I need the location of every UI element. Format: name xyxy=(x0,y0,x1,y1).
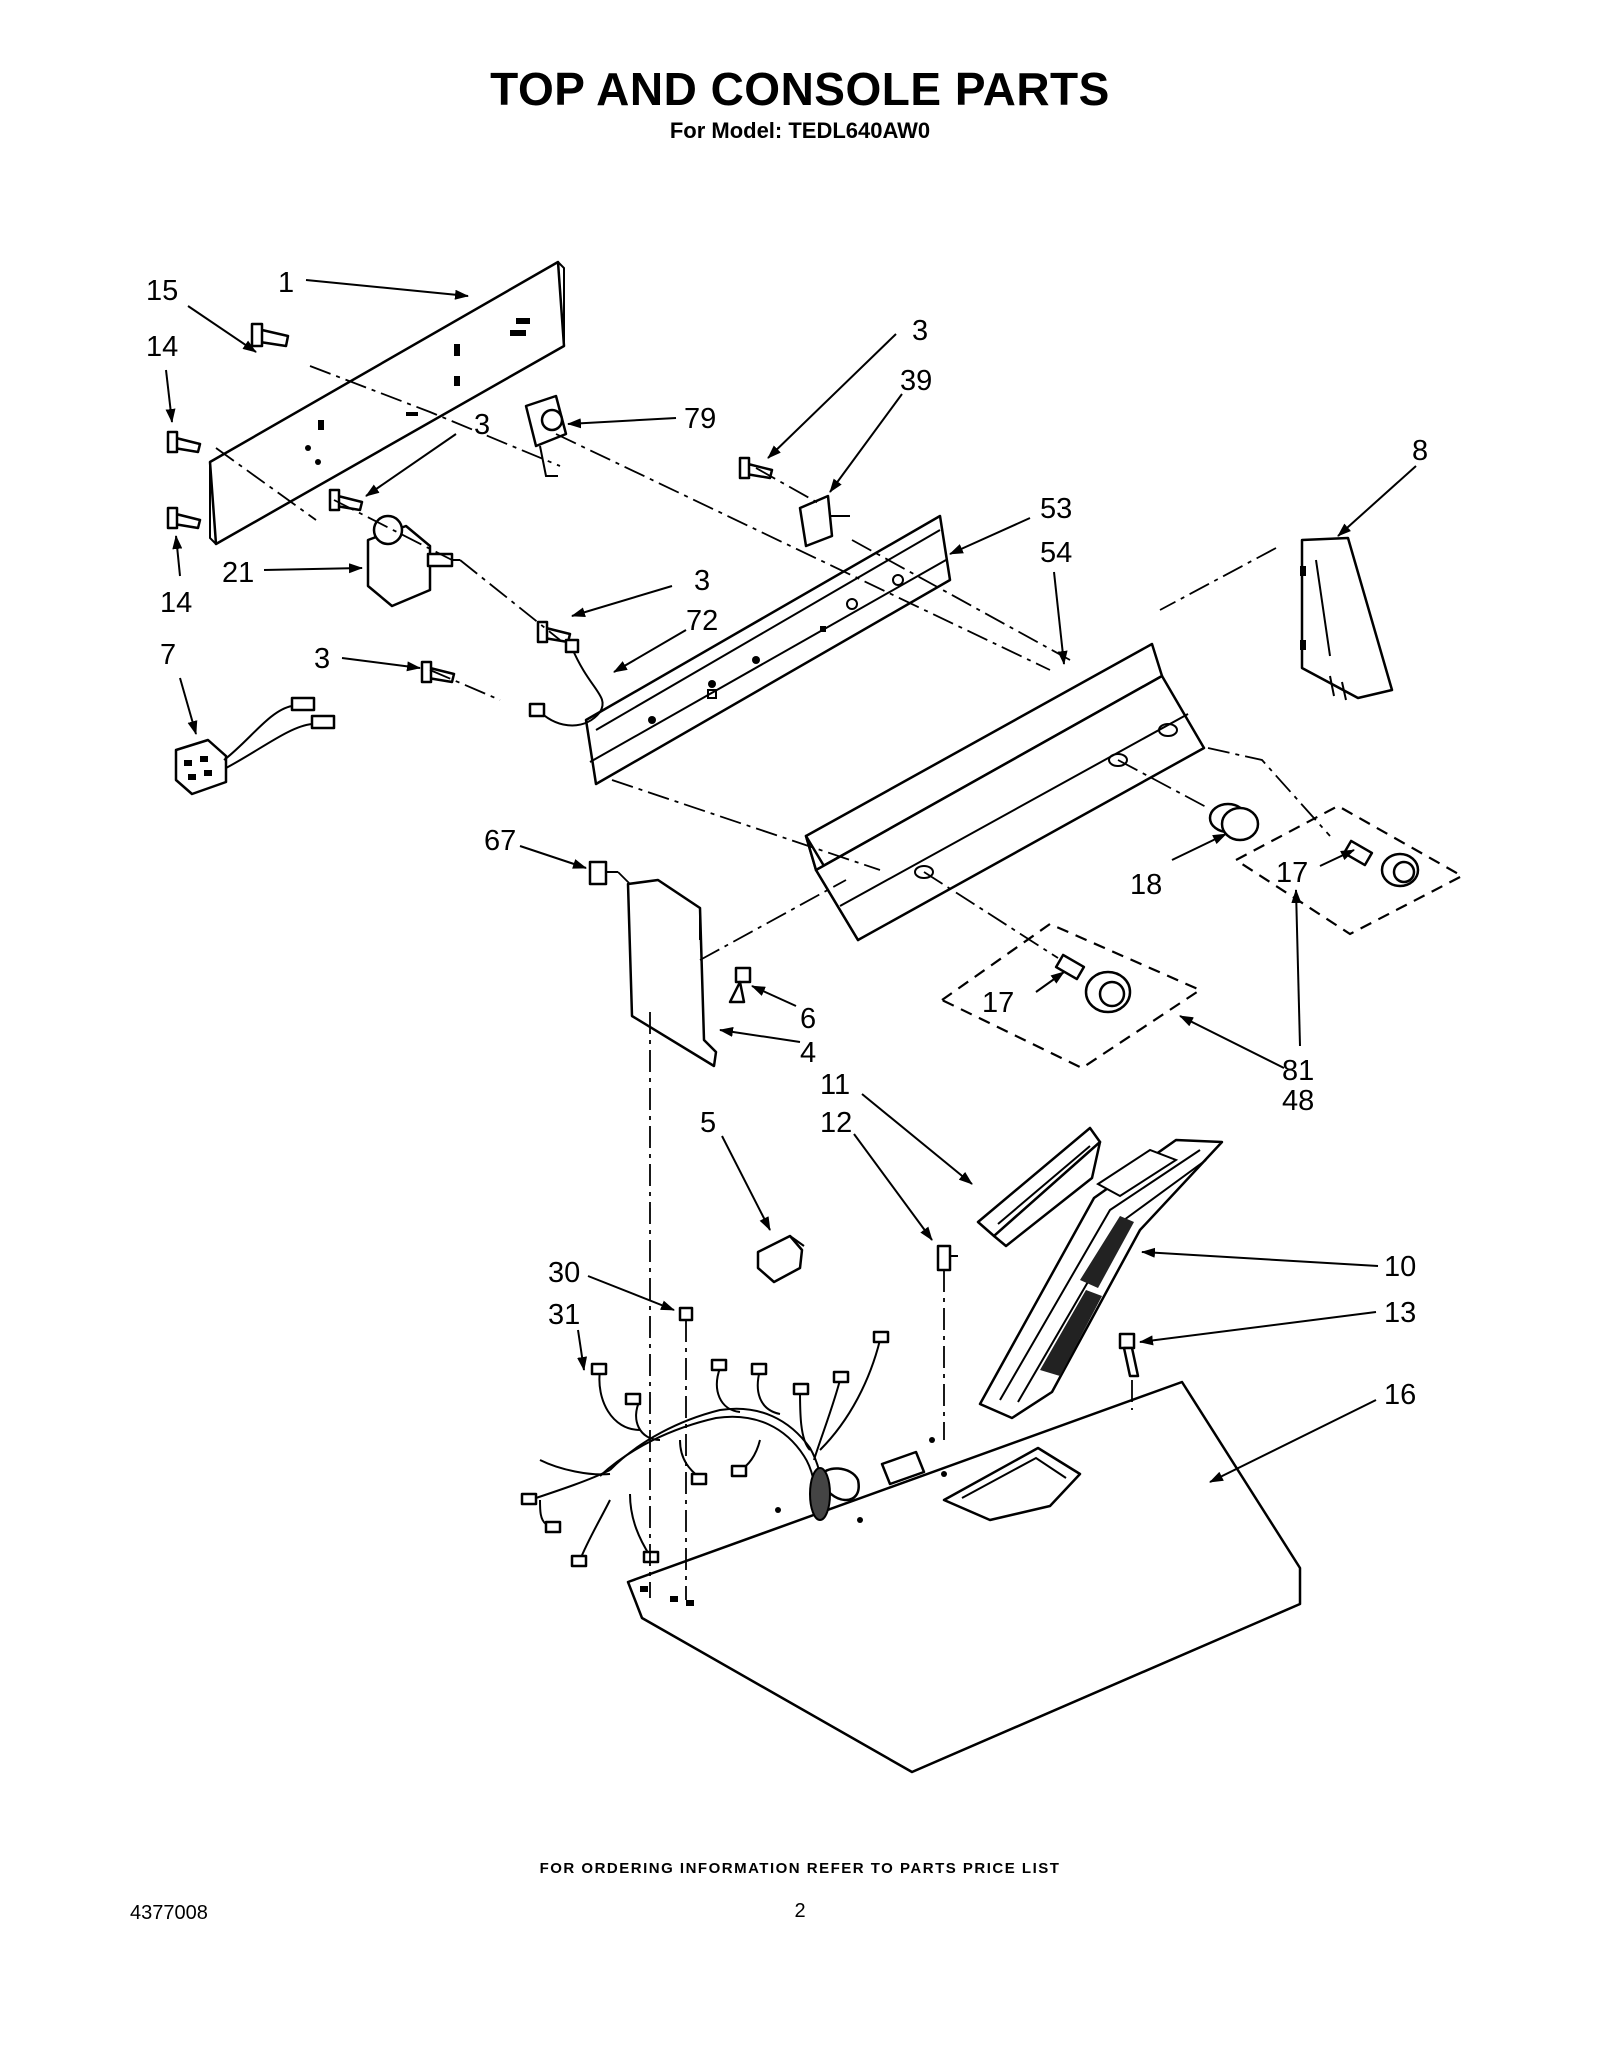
callout-10: 10 xyxy=(1384,1251,1416,1283)
callout-48: 48 xyxy=(1282,1085,1314,1117)
callout-14: 14 xyxy=(160,587,192,619)
callout-5: 5 xyxy=(700,1107,716,1139)
assembly-lines xyxy=(215,365,1331,1600)
screw-3-middle xyxy=(536,620,572,644)
part-13-screw xyxy=(1118,1332,1140,1378)
part-31-wiring-harness xyxy=(520,1330,890,1568)
callout-79: 79 xyxy=(684,403,716,435)
callout-31: 31 xyxy=(548,1299,580,1331)
part-18-knob xyxy=(1208,802,1260,842)
callout-7: 7 xyxy=(160,639,176,671)
part-67-clip xyxy=(588,860,618,886)
callout-14: 14 xyxy=(146,331,178,363)
callout-81: 81 xyxy=(1282,1055,1314,1087)
model-subtitle: For Model: TEDL640AW0 xyxy=(669,118,931,143)
callout-leaders xyxy=(165,279,1417,1483)
part-8-end-cap xyxy=(1300,536,1394,701)
screw-15 xyxy=(250,322,290,348)
part-6-screw xyxy=(728,966,752,1004)
screw-14-upper xyxy=(166,430,202,454)
callout-17: 17 xyxy=(982,987,1014,1019)
callout-11: 11 xyxy=(820,1069,850,1101)
part-12-clip xyxy=(936,1244,958,1272)
part-30-clip xyxy=(678,1306,694,1322)
callout-18: 18 xyxy=(1130,869,1162,901)
part-7-harness xyxy=(174,696,336,796)
callout-12: 12 xyxy=(820,1107,852,1139)
callout-1: 1 xyxy=(278,267,294,299)
part-1-control-panel xyxy=(208,260,566,546)
callout-16: 16 xyxy=(1384,1379,1416,1411)
callout-6: 6 xyxy=(800,1003,816,1035)
callout-39: 39 xyxy=(900,365,932,397)
ordering-note: FOR ORDERING INFORMATION REFER TO PARTS … xyxy=(539,1860,1061,1877)
callout-4: 4 xyxy=(800,1037,816,1069)
part-21-timer xyxy=(366,514,460,608)
callout-numbers: 1 15 14 14 3 79 21 3 72 3 7 3 39 53 54 8… xyxy=(146,267,1428,1411)
callout-21: 21 xyxy=(222,557,254,589)
callout-3: 3 xyxy=(314,643,330,675)
callout-13: 13 xyxy=(1384,1297,1416,1329)
part-39-switch xyxy=(798,494,850,548)
knob-group-48 xyxy=(939,922,1203,1070)
screw-14-lower xyxy=(166,506,202,530)
page-title: TOP AND CONSOLE PARTS xyxy=(490,63,1110,115)
part-53-bracket xyxy=(584,514,952,786)
part-72-wire xyxy=(528,638,604,727)
callout-67: 67 xyxy=(484,825,516,857)
callout-3: 3 xyxy=(474,409,490,441)
part-5-clip xyxy=(756,1234,805,1284)
part-4-side-panel xyxy=(626,878,718,1068)
callout-8: 8 xyxy=(1412,435,1428,467)
callout-3: 3 xyxy=(694,565,710,597)
part-54-console xyxy=(804,642,1206,942)
part-79-switch xyxy=(524,394,568,477)
callout-3: 3 xyxy=(912,315,928,347)
callout-72: 72 xyxy=(686,605,718,637)
page-number: 2 xyxy=(794,1900,806,1922)
callout-17: 17 xyxy=(1276,857,1308,889)
part-10-lint-screen xyxy=(978,1138,1224,1420)
callout-15: 15 xyxy=(146,275,178,307)
callout-54: 54 xyxy=(1040,537,1072,569)
callout-53: 53 xyxy=(1040,493,1072,525)
callout-30: 30 xyxy=(548,1257,580,1289)
part-11-lint-filter xyxy=(976,1126,1102,1248)
screw-3-upper-right xyxy=(738,456,774,480)
part-16-top xyxy=(626,1380,1302,1774)
document-number: 4377008 xyxy=(130,1902,208,1924)
knob-group-81 xyxy=(1233,804,1465,936)
